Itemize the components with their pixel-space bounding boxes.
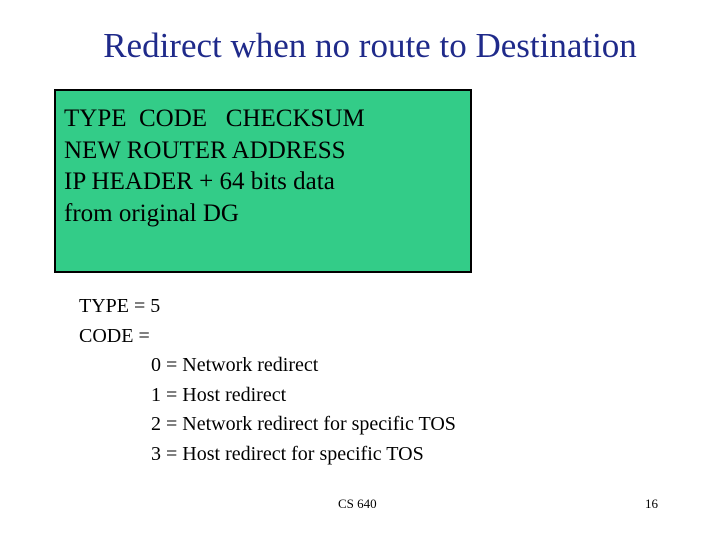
packet-line-type-code-checksum: TYPE CODE CHECKSUM — [64, 105, 365, 132]
footer-course: CS 640 — [338, 496, 377, 511]
code-definition: CODE = — [79, 324, 150, 347]
footer-page-number: 16 — [645, 496, 658, 511]
code-item: 2 = Network redirect for specific TOS — [151, 413, 456, 435]
field-definitions: TYPE = 5 CODE = 0 = Network redirect 1 =… — [79, 292, 456, 469]
slide-title: Redirect when no route to Destination — [103, 26, 637, 65]
code-item: 1 = Host redirect — [151, 383, 287, 406]
code-item: 3 = Host redirect for specific TOS — [151, 442, 424, 465]
packet-line-new-router-address: NEW ROUTER ADDRESS — [64, 136, 346, 164]
packet-format-box: TYPE CODE CHECKSUM NEW ROUTER ADDRESS IP… — [54, 89, 472, 273]
code-list: 0 = Network redirect 1 = Host redirect 2… — [151, 351, 456, 469]
packet-line-ip-header: IP HEADER + 64 bits data — [64, 168, 335, 195]
code-item: 0 = Network redirect — [151, 354, 319, 376]
type-definition: TYPE = 5 — [79, 295, 161, 317]
packet-line-original-dg: from original DG — [64, 199, 239, 227]
